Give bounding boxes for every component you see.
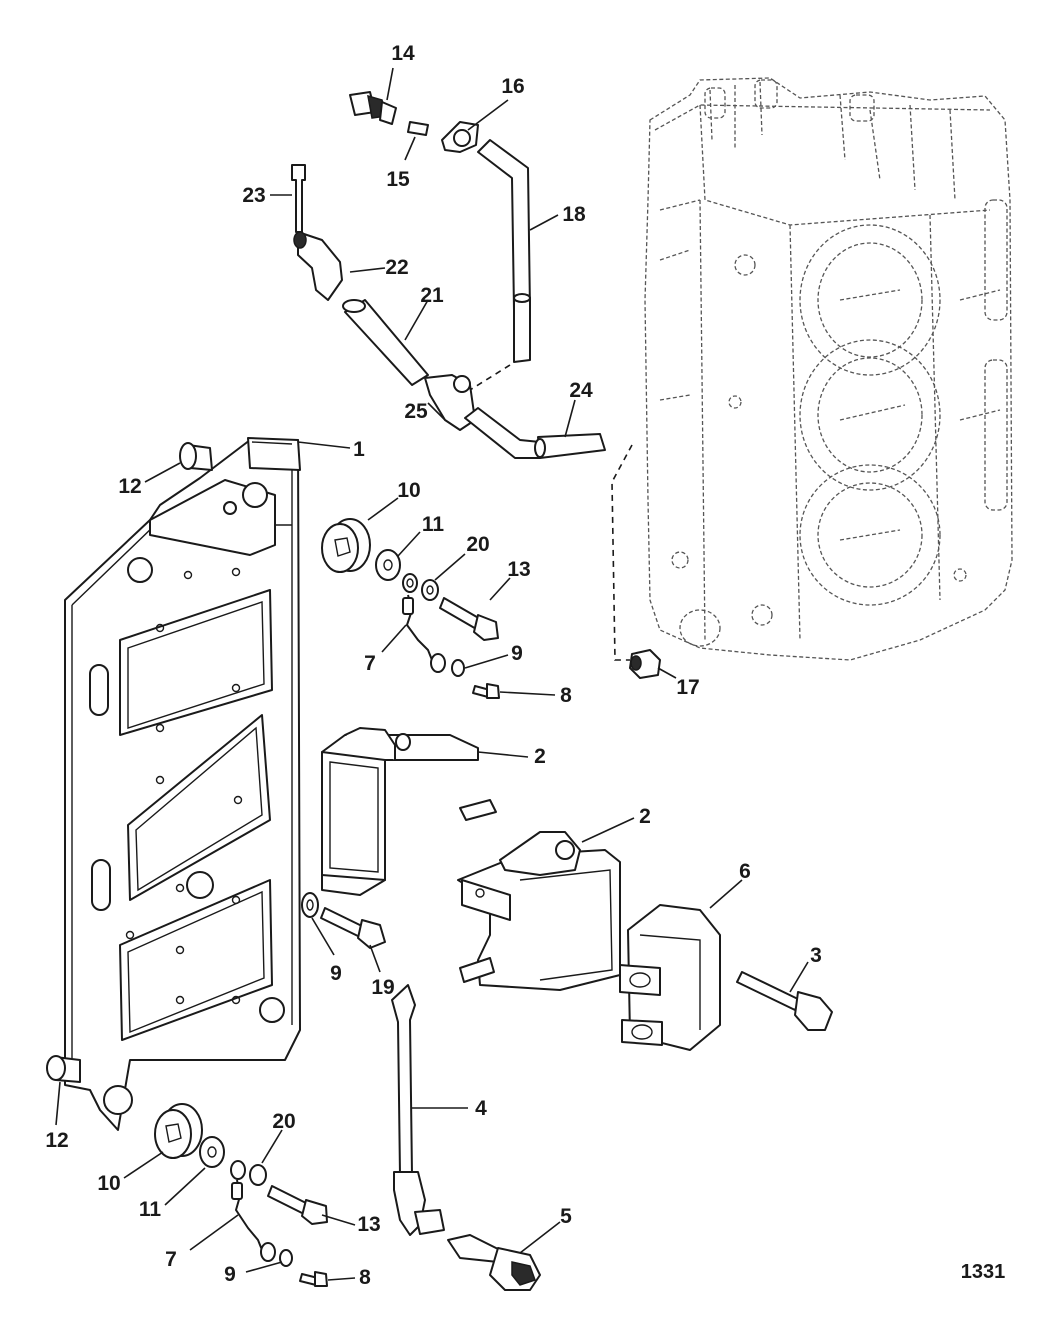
- screw-lower-8: [299, 1271, 328, 1287]
- fitting-15: [407, 121, 429, 136]
- callout-10-lower: 10: [97, 1172, 120, 1195]
- hose-lower-24: [464, 407, 606, 459]
- callout-13-lower: 13: [357, 1213, 380, 1236]
- leader-lines: [55, 67, 809, 1281]
- callout-6: 6: [739, 860, 751, 883]
- hose-18: [477, 139, 531, 363]
- ground-strap-lower: [230, 1160, 276, 1262]
- washer-lower-small: [249, 1164, 267, 1186]
- callout-9-mid: 9: [330, 962, 342, 985]
- tee-fitting-25: [424, 374, 476, 431]
- callout-9-upper: 9: [511, 642, 523, 665]
- callout-7-lower: 7: [165, 1248, 177, 1271]
- callout-12-bottom: 12: [45, 1129, 68, 1152]
- callout-22: 22: [385, 256, 408, 279]
- spark-plug: [447, 1234, 541, 1291]
- bolt-19: [320, 907, 386, 949]
- callout-8-upper: 8: [560, 684, 572, 707]
- grommet-top: [179, 442, 213, 471]
- callout-5: 5: [560, 1205, 572, 1228]
- callout-20-upper: 20: [466, 533, 489, 556]
- spark-module: [619, 904, 721, 1051]
- sensor-14: [349, 91, 397, 125]
- callout-15: 15: [386, 168, 410, 191]
- washer-upper-small: [421, 579, 439, 601]
- plug-upper: [321, 518, 371, 573]
- mounting-plate: [64, 437, 301, 1131]
- callout-3: 3: [810, 944, 822, 967]
- fitting-22: [293, 231, 343, 301]
- washer-lower-9: [279, 1249, 293, 1267]
- callout-12-top: 12: [118, 475, 141, 498]
- washer-upper-9: [451, 659, 465, 677]
- screw-upper-8: [472, 683, 500, 699]
- callout-18: 18: [562, 203, 586, 226]
- callout-16: 16: [501, 75, 524, 98]
- callout-23: 23: [242, 184, 265, 207]
- washer-upper: [375, 549, 401, 581]
- bolt-lower: [267, 1185, 328, 1225]
- fitting-17: [629, 649, 661, 679]
- callout-7-upper: 7: [364, 652, 376, 675]
- bolt-3: [736, 971, 833, 1031]
- callout-17: 17: [676, 676, 699, 699]
- hose-21: [342, 299, 429, 386]
- ignition-coil-lower: [457, 831, 621, 991]
- callout-19: 19: [371, 976, 394, 999]
- callout-13-upper: 13: [507, 558, 530, 581]
- washer-lower: [199, 1136, 225, 1168]
- bolt-upper: [439, 597, 499, 641]
- spark-plug-lead: [391, 984, 445, 1236]
- callout-20-lower: 20: [272, 1110, 295, 1133]
- engine-block-ghost: [644, 77, 1013, 661]
- callout-1: 1: [353, 438, 365, 461]
- callout-21: 21: [420, 284, 444, 307]
- pin-23: [291, 164, 306, 233]
- callout-25: 25: [404, 400, 428, 423]
- callout-2-upper: 2: [534, 745, 546, 768]
- callout-labels: 14 16 15 23 18 22 21 24 25 1 12 10 11 20…: [45, 42, 822, 1289]
- figure-number: 1331: [961, 1261, 1006, 1283]
- callout-11-upper: 11: [422, 513, 445, 536]
- callout-8-lower: 8: [359, 1266, 371, 1289]
- ground-strap-upper: [402, 573, 446, 673]
- callout-4: 4: [475, 1097, 487, 1120]
- grommet-bottom: [46, 1055, 81, 1083]
- callout-11-lower: 11: [139, 1198, 162, 1221]
- callout-24: 24: [569, 379, 593, 402]
- washer-9-mid: [301, 892, 319, 918]
- callout-9-lower: 9: [224, 1263, 236, 1286]
- route-line-24: [611, 444, 633, 661]
- callout-14: 14: [391, 42, 415, 65]
- ignition-coil-upper: [321, 727, 497, 896]
- route-line-18: [469, 364, 511, 391]
- plug-lower: [154, 1103, 203, 1159]
- callout-10-upper: 10: [397, 479, 420, 502]
- callout-2-lower: 2: [639, 805, 651, 828]
